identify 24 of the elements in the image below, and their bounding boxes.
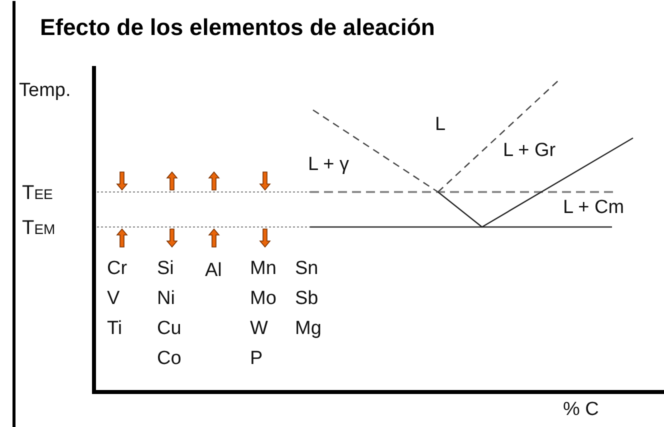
phase-label: L + γ	[308, 155, 350, 174]
element-symbol: Cr	[107, 259, 128, 278]
element-symbol: Co	[157, 349, 182, 368]
element-symbol: Mo	[250, 289, 276, 308]
axis-label: % C	[563, 400, 599, 419]
element-symbol: W	[250, 319, 268, 338]
element-symbol: Ti	[107, 319, 122, 338]
phase-label: L + Cm	[563, 198, 624, 217]
element-symbol: Mg	[295, 319, 322, 338]
element-symbol: Ni	[157, 289, 175, 308]
element-symbol: V	[107, 289, 120, 308]
element-symbol: P	[250, 349, 263, 368]
phase-label: L + Gr	[503, 141, 556, 160]
temperature-label: TEM	[22, 218, 56, 238]
element-symbol: Mn	[250, 259, 276, 278]
element-symbol: Sb	[295, 289, 318, 308]
element-symbol: Al	[205, 261, 222, 280]
axis-label: Temp.	[19, 81, 71, 100]
title: Efecto de los elementos de aleación	[40, 16, 435, 39]
element-symbol: Si	[157, 259, 174, 278]
phase-label: L	[435, 115, 446, 134]
temperature-label: TEE	[22, 183, 53, 203]
element-symbol: Sn	[295, 259, 318, 278]
element-symbol: Cu	[157, 319, 182, 338]
